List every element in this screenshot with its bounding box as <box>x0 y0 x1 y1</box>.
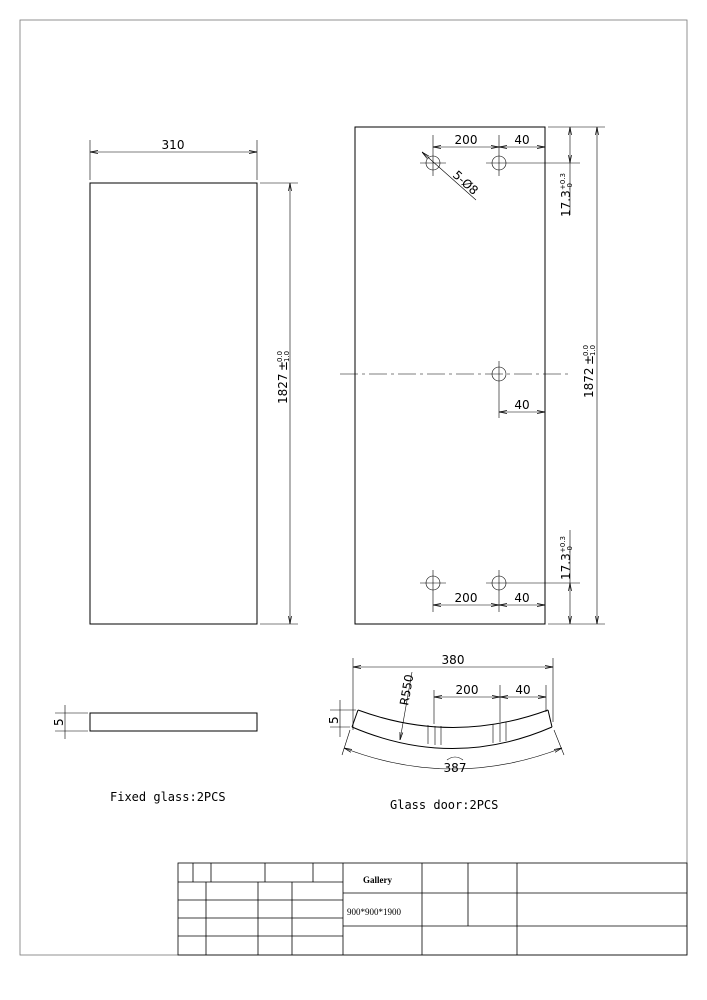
top-edge-tol-lower: -0 <box>566 183 574 190</box>
door-height-tol-upper: 0.0 <box>582 345 590 356</box>
bottom-edge-offset: 40 <box>514 591 529 605</box>
glass-door-top-view: 380 200 40 R550 5 387 <box>327 653 565 775</box>
sheet-border <box>19 19 688 956</box>
glass-door-front-view: 5-Ø8 200 40 40 200 40 17.3 +0.3 -0 17.3 … <box>340 126 605 625</box>
height-tolerance: ± <box>276 361 290 371</box>
fixed-glass-caption: Fixed glass:2PCS <box>110 790 226 804</box>
door-height-dimension: 1872 <box>582 367 596 398</box>
door-thickness-dimension: 5 <box>327 716 341 724</box>
top-edge-tol-upper: +0.3 <box>559 173 567 190</box>
arc-length-dimension: 387 <box>444 761 467 775</box>
top-edge-dimension: 17.3 <box>559 190 573 217</box>
height-dimension: 1827 <box>276 373 290 404</box>
thickness-dimension: 5 <box>52 718 66 726</box>
radius-dimension: R550 <box>397 673 416 706</box>
height-tol-upper: 0.0 <box>276 351 284 362</box>
hole-callout: 5-Ø8 <box>450 168 481 198</box>
top-edge-offset: 40 <box>514 133 529 147</box>
height-tol-lower: 1.0 <box>283 351 291 362</box>
bottom-edge-dimension: 17.3 <box>559 553 573 580</box>
arc-edge-offset: 40 <box>515 683 530 697</box>
fixed-glass-front-view: 310 1827 ± 0.0 1.0 <box>89 138 298 625</box>
chord-dimension: 380 <box>442 653 465 667</box>
middle-edge-offset: 40 <box>514 398 529 412</box>
fixed-glass-side-view: 5 <box>52 705 258 739</box>
title-block <box>177 862 688 956</box>
title-block-size: 900*900*1900 <box>347 907 402 917</box>
door-height-tol-lower: 1.0 <box>589 345 597 356</box>
bottom-edge-tol-upper: +0.3 <box>559 536 567 553</box>
arc-hole-spacing: 200 <box>456 683 479 697</box>
bottom-edge-tol-lower: -0 <box>566 546 574 553</box>
bottom-hole-spacing: 200 <box>455 591 478 605</box>
glass-door-caption: Glass door:2PCS <box>390 798 498 812</box>
top-hole-spacing: 200 <box>455 133 478 147</box>
width-dimension: 310 <box>162 138 185 152</box>
door-height-tolerance: ± <box>582 355 596 365</box>
title-block-name: Gallery <box>363 875 392 885</box>
